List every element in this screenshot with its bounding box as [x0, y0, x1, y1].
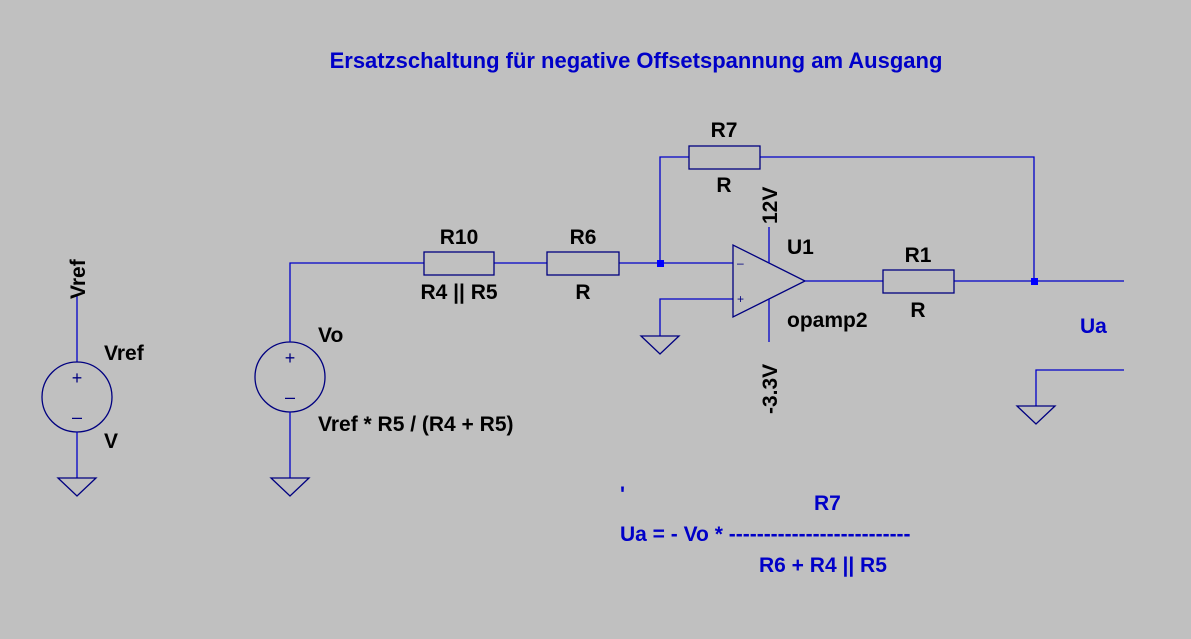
r1-name: R1: [905, 244, 932, 267]
vref-net-label: Vref: [67, 258, 90, 299]
formula-mark: ': [620, 483, 625, 506]
ground-symbol-vref: [56, 477, 98, 497]
vref-source-value: V: [104, 430, 118, 453]
formula-denominator: R6 + R4 || R5: [759, 554, 887, 577]
resistor-r10: R10 R4 || R5: [420, 226, 497, 304]
vref-minus-sign: –: [72, 407, 82, 427]
output-wires: R1 R: [805, 244, 1124, 322]
r1-value: R: [910, 299, 925, 322]
junction-inverting-node: [657, 260, 664, 267]
resistor-r7: [688, 145, 761, 170]
ground-symbol-output: [1015, 405, 1057, 425]
vo-plus-sign: +: [285, 348, 296, 368]
r10-value: R4 || R5: [420, 281, 497, 304]
r7-value: R: [716, 174, 731, 197]
vref-source: + – Vref Vref V: [41, 258, 145, 497]
opamp-name: U1: [787, 236, 814, 259]
schematic-title: Ersatzschaltung für negative Offsetspann…: [330, 48, 943, 73]
r7-name: R7: [711, 119, 738, 142]
r10-name: R10: [440, 226, 479, 249]
opamp-u1: – + 12V -3.3V U1 opamp2: [732, 187, 868, 414]
formula: ' R7 Ua = - Vo * -----------------------…: [620, 483, 911, 577]
resistor-r6: R6 R: [546, 226, 620, 304]
vo-source-value: Vref * R5 / (R4 + R5): [318, 413, 514, 436]
formula-lhs: Ua = - Vo * --------------------------: [620, 523, 911, 546]
r6-value: R: [575, 281, 590, 304]
vo-source-name: Vo: [318, 324, 343, 347]
resistor-r1: [882, 269, 955, 294]
formula-numerator: R7: [814, 492, 841, 515]
ground-symbol-vo: [269, 477, 311, 497]
opamp-pos-supply: 12V: [759, 187, 782, 224]
opamp-neg-supply: -3.3V: [759, 364, 782, 414]
feedback-path: R7 R: [659, 119, 1035, 281]
opamp-noninv-sign: +: [737, 292, 744, 306]
vref-plus-sign: +: [72, 368, 83, 388]
opamp-model: opamp2: [787, 309, 868, 332]
vo-source: + – Vo Vref * R5 / (R4 + R5): [254, 324, 514, 497]
ground-symbol-opamp: [639, 335, 681, 355]
vo-minus-sign: –: [285, 387, 295, 407]
output-label: Ua: [1080, 315, 1107, 338]
input-wires: [289, 262, 733, 342]
opamp-inv-sign: –: [737, 256, 744, 270]
r6-name: R6: [570, 226, 597, 249]
vref-source-name: Vref: [104, 342, 145, 365]
output-ground: [1015, 369, 1124, 425]
junction-output-node: [1031, 278, 1038, 285]
noninv-ground: [639, 298, 733, 355]
